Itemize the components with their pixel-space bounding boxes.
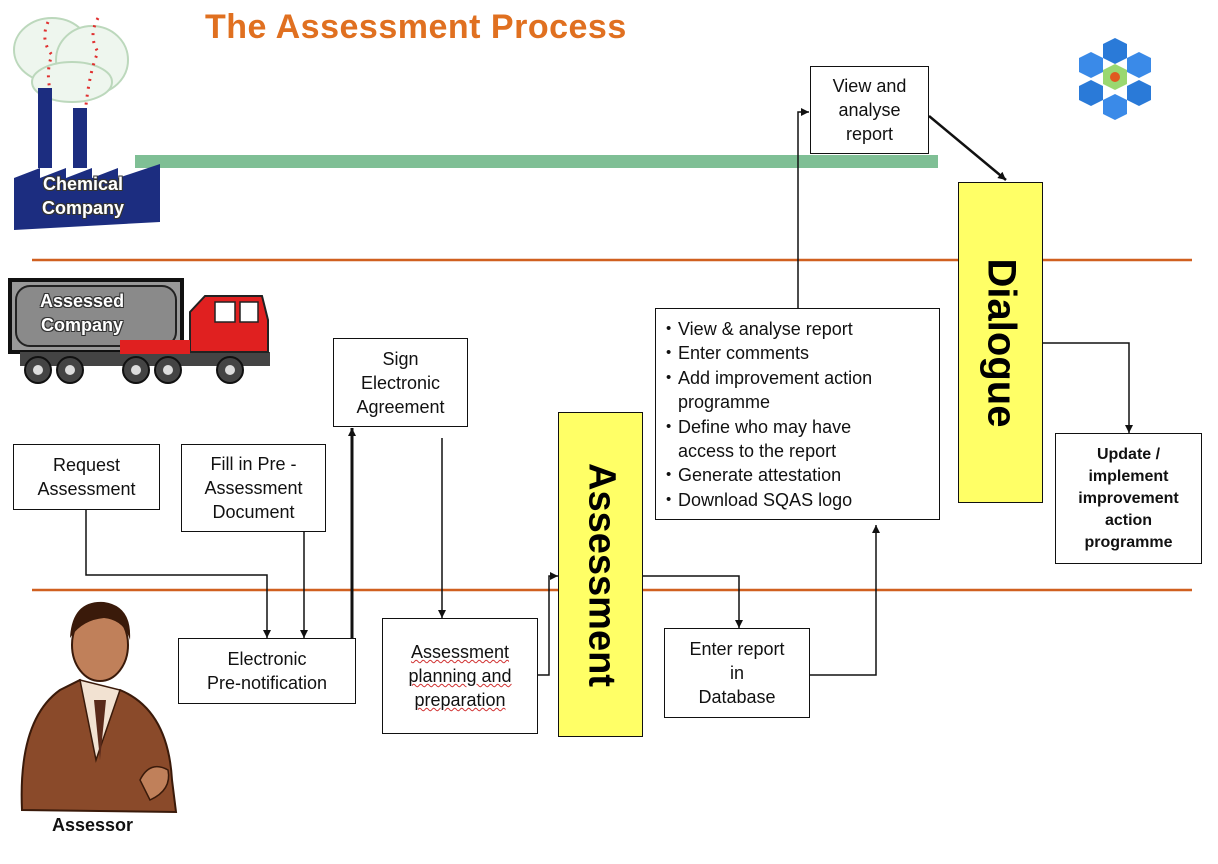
- phase-dialogue: Dialogue: [958, 182, 1043, 503]
- list-item: Download SQAS logo: [664, 488, 931, 513]
- arrow-view-report-to-dialogue: [928, 115, 1007, 181]
- actions-list-box: View & analyse report Enter comments Add…: [655, 308, 940, 520]
- arrow-prenotification-to-sign: [348, 428, 356, 642]
- box-enter-report: Enter report in Database: [664, 628, 810, 718]
- list-item: Enter comments: [664, 341, 931, 366]
- sqas-logo-icon: [1079, 38, 1151, 120]
- arrow-dialogue-to-update: [1043, 342, 1133, 433]
- page-title: The Assessment Process: [205, 8, 627, 46]
- list-item: Add improvement action programme: [664, 366, 931, 415]
- arrow-planning-to-assessment: [538, 572, 558, 676]
- list-item: Define who may have access to the report: [664, 415, 931, 464]
- lane-label-chemical-company: Chemical Company: [42, 174, 125, 218]
- phase-dialogue-label: Dialogue: [979, 258, 1023, 427]
- arrow-enter-report-to-actions: [810, 525, 880, 676]
- phase-assessment: Assessment: [558, 412, 643, 737]
- box-sign-agreement: Sign Electronic Agreement: [333, 338, 468, 427]
- box-assessment-planning: Assessment planning and preparation: [382, 618, 538, 734]
- arrow-request-to-prenotification: [85, 508, 271, 638]
- factory-icon: [13, 17, 160, 230]
- lane-label-assessed-company: Assessed Company: [40, 291, 125, 335]
- box-view-analyse-report: View and analyse report: [810, 66, 929, 154]
- list-item: View & analyse report: [664, 317, 931, 342]
- phase-assessment-label: Assessment: [580, 462, 622, 687]
- arrow-assessment-to-enter-report: [643, 575, 743, 628]
- box-update-implement: Update / implement improvement action pr…: [1055, 433, 1202, 564]
- box-electronic-prenotification: Electronic Pre-notification: [178, 638, 356, 704]
- lane-label-assessor: Assessor: [52, 815, 134, 835]
- timeline-bar: [135, 155, 938, 168]
- assessor-icon: [20, 601, 178, 814]
- actions-list: View & analyse report Enter comments Add…: [664, 317, 931, 513]
- arrow-actions-to-view-report: [797, 108, 809, 308]
- truck-icon: [8, 278, 270, 384]
- list-item: Generate attestation: [664, 463, 931, 488]
- box-fill-pre-assessment: Fill in Pre - Assessment Document: [181, 444, 326, 532]
- box-request-assessment: Request Assessment: [13, 444, 160, 510]
